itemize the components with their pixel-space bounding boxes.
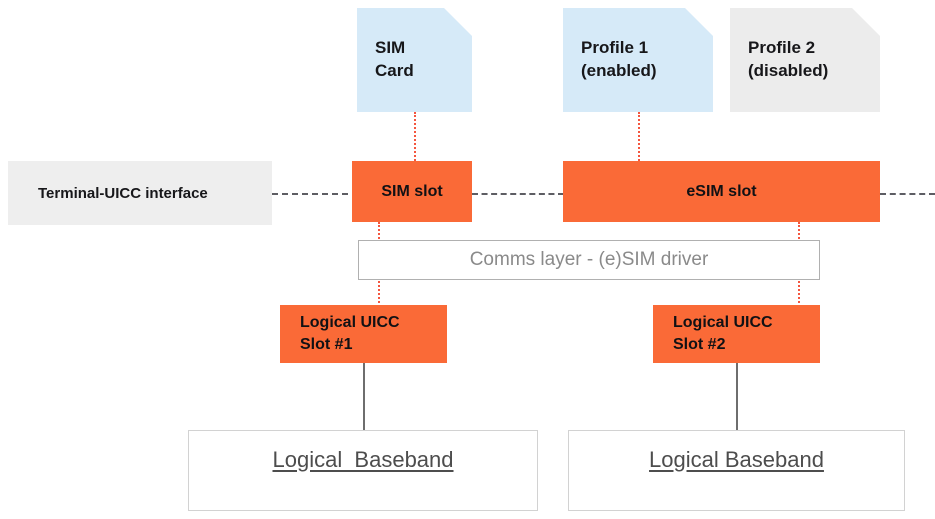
logical-uicc-slot-2[interactable]: Logical UICC Slot #2: [653, 305, 820, 363]
terminal-uicc-interface-line-right: [880, 193, 935, 195]
logical-baseband-1[interactable]: Logical Baseband: [188, 430, 538, 511]
profile-1-card[interactable]: Profile 1 (enabled): [563, 8, 713, 112]
profile-2-card[interactable]: Profile 2 (disabled): [730, 8, 880, 112]
comms-layer-box[interactable]: Comms layer - (e)SIM driver: [358, 240, 820, 280]
logical-uicc-slot-2-label: Logical UICC Slot #2: [673, 314, 773, 353]
connector-profile1-to-esim-slot: [638, 112, 640, 161]
esim-slot-label: eSIM slot: [686, 182, 757, 200]
terminal-uicc-interface-label: Terminal-UICC interface: [38, 184, 208, 202]
profile-1-label: Profile 1 (enabled): [581, 38, 657, 80]
terminal-uicc-interface-line-mid: [472, 193, 564, 195]
logical-baseband-2[interactable]: Logical Baseband: [568, 430, 905, 511]
sim-slot[interactable]: SIM slot: [352, 161, 472, 222]
connector-uicc-slot-1-to-baseband-1: [363, 363, 365, 431]
esim-slot[interactable]: eSIM slot: [563, 161, 880, 222]
connector-uicc-slot-2-to-baseband-2: [736, 363, 738, 431]
logical-uicc-slot-1[interactable]: Logical UICC Slot #1: [280, 305, 447, 363]
comms-layer-label: Comms layer - (e)SIM driver: [469, 249, 709, 270]
connector-sim-card-to-sim-slot: [414, 112, 416, 161]
sim-card-label: SIM Card: [375, 38, 414, 80]
logical-baseband-1-label: Logical Baseband: [272, 447, 454, 472]
sim-slot-label: SIM slot: [381, 182, 443, 200]
terminal-uicc-interface-line-left: [272, 193, 358, 195]
terminal-uicc-interface-box: Terminal-UICC interface: [8, 161, 272, 225]
logical-uicc-slot-1-label: Logical UICC Slot #1: [300, 314, 400, 353]
profile-2-label: Profile 2 (disabled): [748, 38, 829, 80]
logical-baseband-2-label: Logical Baseband: [649, 447, 824, 472]
sim-card[interactable]: SIM Card: [357, 8, 472, 112]
